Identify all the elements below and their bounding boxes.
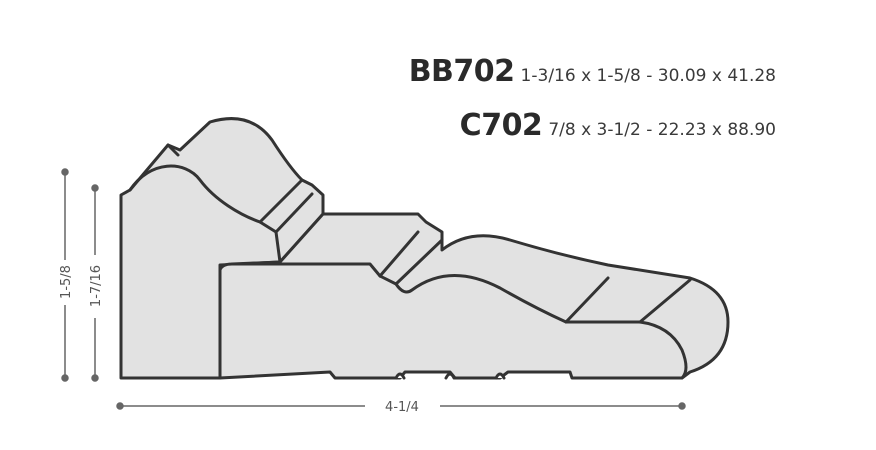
profile-dimensions: 1-3/16 x 1-5/8 - 30.09 x 41.28 bbox=[520, 66, 776, 86]
bb702-profile bbox=[119, 117, 325, 380]
profile-code: BB702 bbox=[408, 54, 515, 89]
outer-height-label: 1-5/8 bbox=[59, 265, 74, 299]
profile-code: C702 bbox=[459, 108, 543, 143]
profile-dimensions: 7/8 x 3-1/2 - 22.23 x 88.90 bbox=[548, 120, 776, 140]
c702-profile bbox=[218, 212, 730, 380]
width-label: 4-1/4 bbox=[385, 400, 419, 415]
inner-height-label: 1-7/16 bbox=[89, 265, 104, 307]
